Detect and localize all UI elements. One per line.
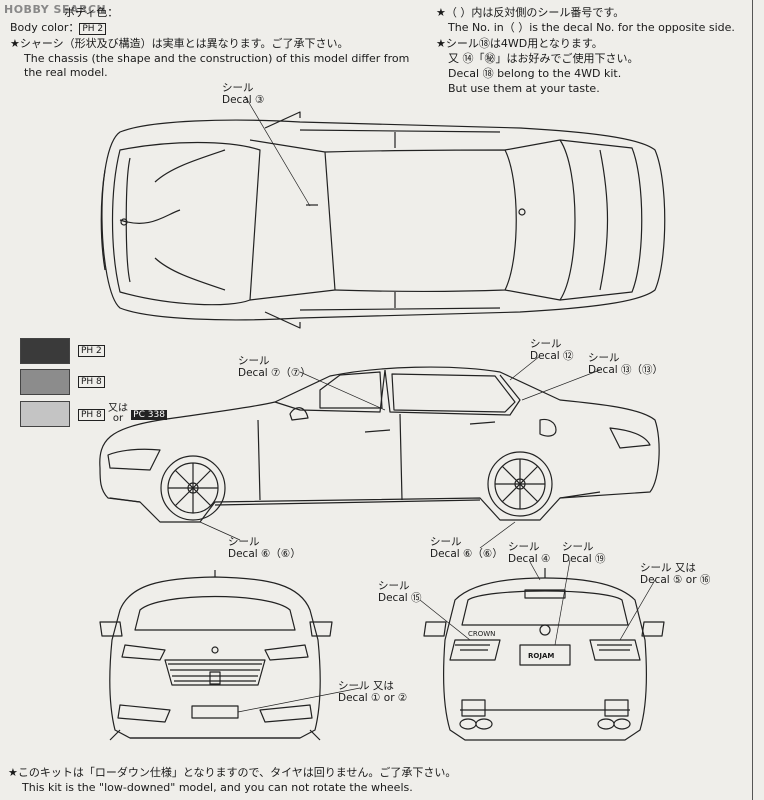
- chassis-note-jp: ★シャーシ（形状及び構造）は実車とは異なります。ご了承下さい。: [10, 37, 349, 50]
- body-color-code: PH 2: [79, 23, 107, 35]
- color-swatch-3: [20, 401, 70, 427]
- car-rear-view: [423, 568, 665, 741]
- color-swatch-1: [20, 338, 70, 364]
- optional-note-jp: 又 ⑭「㊙」はお好みでご使用下さい。: [448, 52, 639, 65]
- footer: ★このキットは「ローダウン仕様」となりますので、タイヤは回りません。ご了承下さい…: [0, 760, 752, 800]
- decal-leader-lines: [199, 95, 656, 713]
- footer-en: This kit is the "low-downed" model, and …: [22, 781, 413, 794]
- 4wd-note-en: Decal ⑱ belong to the 4WD kit.: [448, 67, 622, 80]
- body-color-en: Body color：PH 2: [10, 21, 107, 35]
- decal-5-label: シール 又は Decal ⑤ or ⑯: [640, 562, 711, 586]
- opposite-note-jp: ★（ ）内は反対側のシール番号です。: [436, 6, 625, 19]
- car-front-view: [99, 570, 333, 741]
- body-color-jp: ボディ色：: [64, 6, 119, 19]
- 4wd-note-jp: ★シール⑱は4WD用となります。: [436, 37, 603, 50]
- color-swatch-1-code: PH 2: [78, 345, 105, 357]
- opposite-note-en: The No. in（ ）is the decal No. for the op…: [448, 21, 735, 34]
- taste-note-en: But use them at your taste.: [448, 82, 600, 95]
- chassis-note-en-1: The chassis (the shape and the construct…: [24, 52, 410, 65]
- car-side-view: [99, 366, 660, 523]
- decal-1-label: シール 又は Decal ① or ②: [338, 680, 408, 704]
- car-top-view: [100, 111, 666, 329]
- rojam-badge: ROJAM: [528, 652, 555, 660]
- color-swatch-2: [20, 369, 70, 395]
- watermark: HOBBY SEARCH: [4, 3, 107, 16]
- crown-badge: CROWN: [468, 630, 496, 638]
- page-border-line: [752, 0, 753, 800]
- color-swatch-2-code: PH 8: [78, 376, 105, 388]
- footer-jp: ★このキットは「ローダウン仕様」となりますので、タイヤは回りません。ご了承下さい…: [8, 766, 457, 779]
- chassis-note-en-2: the real model.: [24, 66, 108, 79]
